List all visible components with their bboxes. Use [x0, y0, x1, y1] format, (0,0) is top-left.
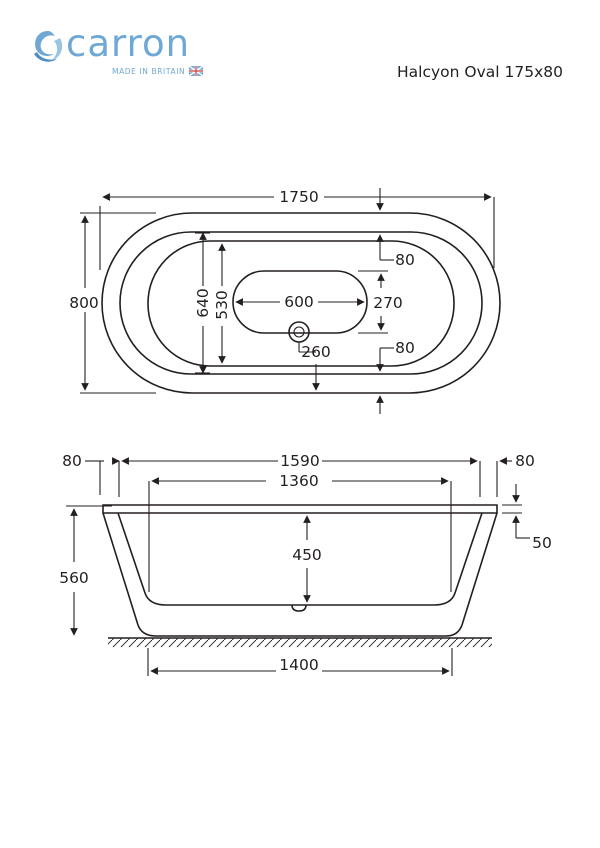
dim-inner-width-outer: 640	[194, 288, 212, 318]
plan-view: 1750 800 640 530 600 270 80	[69, 188, 501, 414]
dim-inner-top-length: 1360	[279, 472, 318, 490]
brand-logo	[30, 24, 230, 84]
dim-overall-length: 1750	[279, 188, 318, 206]
bath-base-outline	[232, 270, 368, 334]
floor-hatching	[108, 638, 492, 647]
dim-base-width: 270	[373, 294, 403, 312]
product-title: Halcyon Oval 175x80	[397, 63, 563, 81]
side-view: 80 1590 80 1360 450 560 50	[59, 452, 552, 676]
waste-trap	[291, 604, 307, 612]
brand-tagline: MADE IN BRITAIN	[112, 67, 186, 76]
outer-rim-outline	[101, 212, 501, 394]
dim-base-length-side: 1400	[279, 656, 318, 674]
dim-height: 560	[59, 569, 89, 587]
inner-body-outline	[117, 512, 483, 606]
union-flag-icon	[189, 66, 203, 76]
dim-rim-bottom: 80	[395, 339, 415, 357]
dim-rim-top: 80	[395, 251, 415, 269]
dim-overall-width: 800	[69, 294, 99, 312]
inner-rim-outline	[119, 231, 483, 375]
bath-interior-outline	[147, 240, 455, 367]
dim-rim-left: 80	[62, 452, 82, 470]
dim-top-length: 1590	[280, 452, 319, 470]
waste-inner	[293, 326, 305, 338]
dim-depth: 450	[292, 546, 322, 564]
waste-outline	[288, 321, 310, 343]
dim-rim-right: 80	[515, 452, 535, 470]
dim-lip-height: 50	[532, 534, 552, 552]
dim-inner-width-inner: 530	[213, 290, 231, 320]
dim-base-length: 600	[284, 293, 314, 311]
brand-name: carron	[66, 22, 191, 65]
dim-waste-offset: 260	[301, 343, 331, 361]
outer-body-outline	[102, 512, 498, 637]
rim-outline	[102, 504, 498, 514]
swirl-icon	[34, 31, 63, 62]
